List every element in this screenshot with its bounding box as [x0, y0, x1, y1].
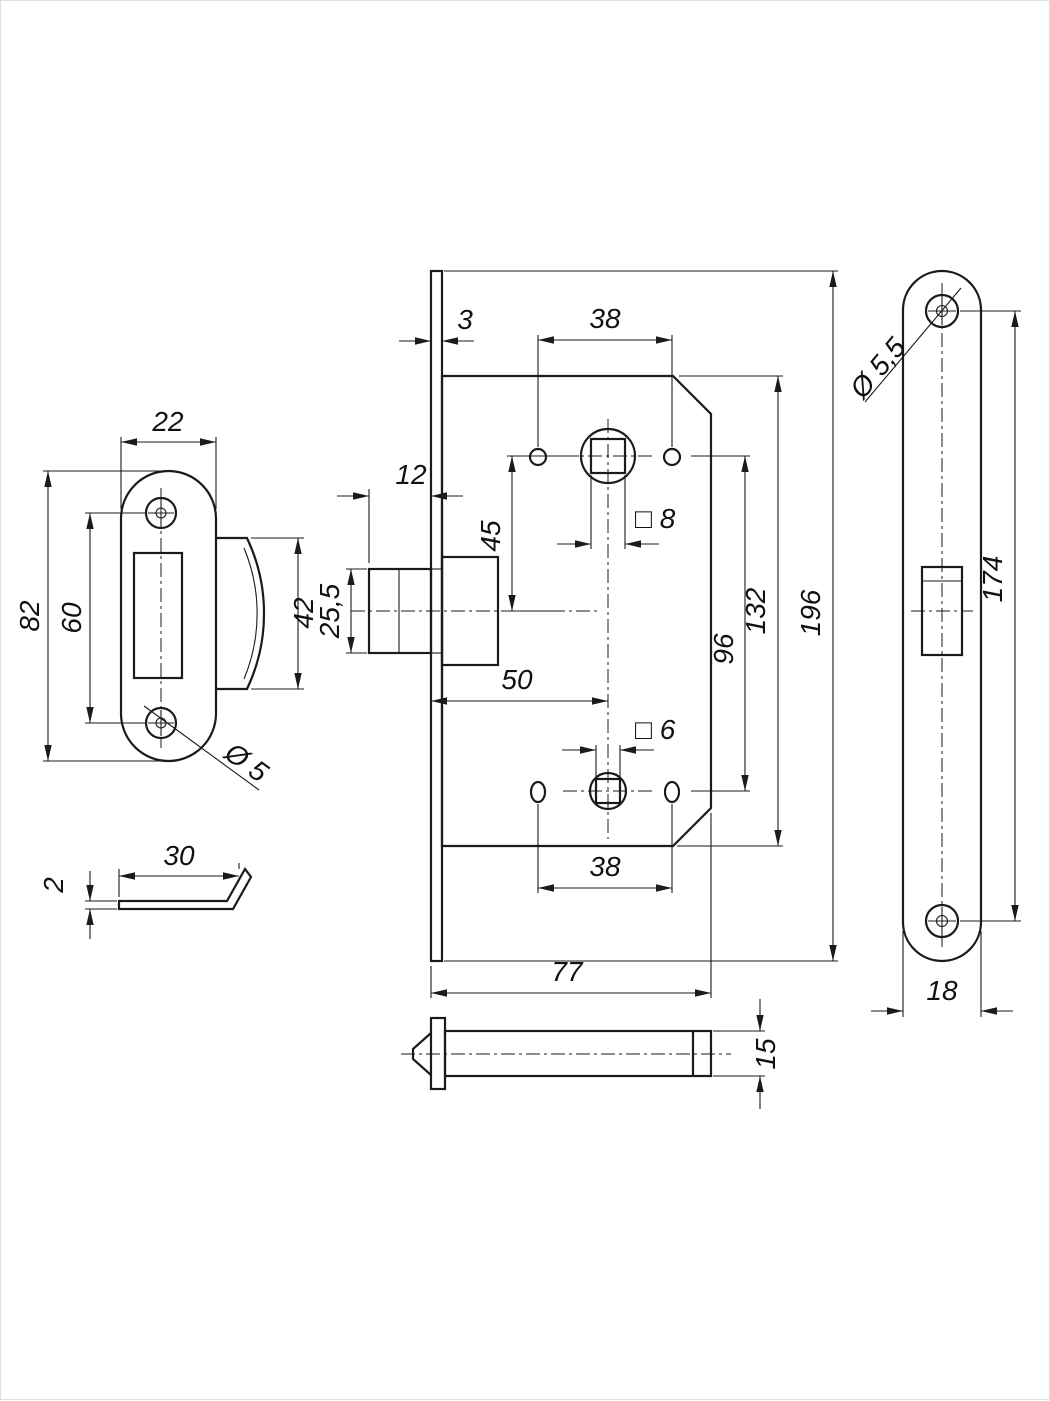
dust-cover-shape: [117, 866, 253, 911]
mount-hole-top-left: [528, 447, 548, 467]
dim-dust-width: 30: [118, 840, 240, 897]
dim-strike-screw-spacing: 60: [56, 512, 147, 724]
dust-cover-view: 30 2: [38, 840, 253, 939]
strike-plate-tab: [216, 536, 266, 691]
dim-label-dust-width: 30: [163, 840, 195, 871]
dim-wc-square: □ 6: [562, 714, 676, 777]
faceplate-outline: [901, 269, 983, 963]
dim-strike-height: 82: [14, 470, 166, 762]
dim-strike-tab-height: 42: [251, 537, 319, 690]
faceplate-view: Ø 5,5 174 18: [843, 269, 1021, 1017]
dim-label-strike-tab-height: 42: [288, 597, 319, 629]
leader-line: [864, 287, 962, 403]
dim-body-width: 77: [430, 813, 712, 998]
dim-label-faceplate-hole-dia: Ø 5,5: [843, 331, 912, 404]
dim-label-handle-square: □ 8: [635, 503, 676, 534]
dim-label-latch-bar-height: 15: [750, 1038, 781, 1070]
wc-hub: [588, 771, 628, 811]
dim-label-faceplate-width: 18: [926, 975, 958, 1006]
strike-plate-outline: [119, 469, 218, 763]
dim-label-squares-spacing: 96: [708, 633, 739, 665]
dim-squares-spacing: 96: [691, 455, 750, 792]
dim-label-strike-height: 82: [14, 600, 45, 632]
strike-plate-slot: [132, 551, 184, 680]
strike-plate-tab-bend-line: [243, 547, 258, 680]
dim-label-backset: 50: [501, 664, 533, 695]
dim-label-spindle-to-latch: 45: [475, 520, 506, 552]
lock-body-view: 3 12 25,5 38 45: [314, 269, 838, 998]
dim-label-faceplate-screw-spacing: 174: [977, 556, 1008, 603]
spindle-hub: [579, 427, 637, 485]
faceplate-screw-hole-top: [924, 293, 960, 329]
dim-faceplate-thickness: 3: [399, 304, 474, 345]
latch-bar-body: [443, 1029, 713, 1078]
faceplate-edge: [429, 269, 444, 963]
mount-hole-bottom-left: [529, 780, 547, 804]
latch-bar-view: 15: [401, 999, 781, 1109]
dim-label-dust-thickness: 2: [38, 877, 69, 894]
dim-strike-width: 22: [120, 406, 217, 509]
latch-bar-shape: [401, 1016, 731, 1091]
strike-plate-shape: [119, 469, 266, 763]
dim-top-holes-spacing: 38: [537, 303, 673, 447]
dim-handle-square: □ 8: [557, 475, 676, 549]
dim-label-faceplate-thickness: 3: [457, 304, 473, 335]
mount-hole-top-right: [662, 447, 682, 467]
dim-label-latch-height: 25,5: [314, 583, 345, 639]
dim-latch-projection: 12: [337, 459, 463, 563]
strike-plate-view: 22 82 60 42 Ø 5: [14, 406, 319, 791]
dim-faceplate-screw-spacing: 174: [960, 310, 1021, 922]
faceplate-shape: [901, 269, 983, 963]
dim-bottom-holes-spacing: 38: [537, 804, 673, 893]
dim-body-height: 132: [677, 375, 783, 847]
dim-label-strike-screw-spacing: 60: [56, 602, 87, 634]
dim-label-wc-square: □ 6: [635, 714, 676, 745]
dim-faceplate-width: 18: [871, 931, 1013, 1017]
dim-label-strike-width: 22: [151, 406, 184, 437]
dim-label-strike-hole-dia: Ø 5: [218, 736, 274, 788]
lock-body-outline: [440, 374, 713, 848]
mount-hole-bottom-right: [663, 780, 681, 804]
dim-label-top-holes-spacing: 38: [589, 303, 621, 334]
dim-backset: 50: [431, 664, 608, 705]
wc-square-hole: [594, 777, 622, 805]
dim-faceplate-height: 196: [444, 270, 838, 962]
dim-latch-bar-height: 15: [713, 999, 781, 1109]
dim-label-faceplate-height: 196: [795, 589, 826, 636]
dim-dust-thickness: 2: [38, 871, 117, 939]
dim-label-latch-projection: 12: [395, 459, 427, 490]
faceplate-screw-hole-bottom: [924, 903, 960, 939]
spindle-square-hole: [589, 437, 627, 475]
dim-spindle-to-latch: 45: [475, 455, 579, 612]
leader-line: [143, 705, 260, 791]
dim-label-body-height: 132: [740, 587, 771, 634]
dim-label-bottom-holes-spacing: 38: [589, 851, 621, 882]
latch-bar-tip: [411, 1032, 432, 1076]
latch-housing: [440, 555, 500, 667]
lock-body-shape: [351, 269, 713, 963]
dim-latch-height: 25,5: [314, 568, 367, 654]
dim-label-body-width: 77: [551, 956, 584, 987]
